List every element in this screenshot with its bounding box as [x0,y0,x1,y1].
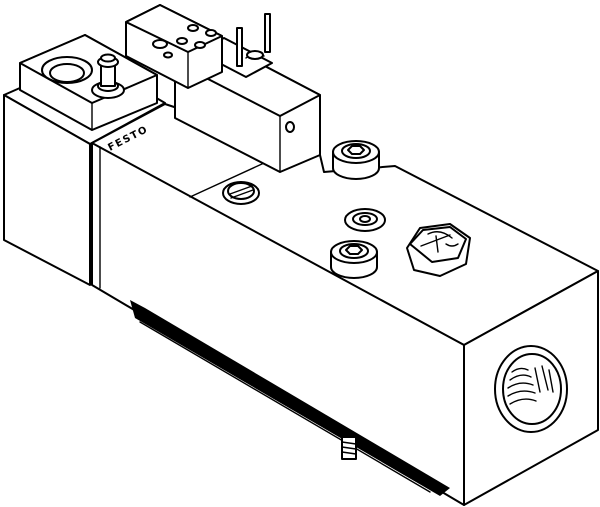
pilot-block [125,4,223,89]
port-hole-left [41,56,93,84]
electrical-connector-pins [236,13,271,67]
manual-override-button [91,53,125,99]
small-plug [344,208,386,232]
hex-socket-screw-top [332,140,380,180]
adjustment-knob [406,223,471,277]
hex-socket-screw-bottom [330,240,378,279]
base-plate [130,300,450,496]
threaded-port [494,345,568,433]
slotted-screw [222,181,260,205]
valve-body [91,103,599,506]
bottom-screw [341,436,357,460]
